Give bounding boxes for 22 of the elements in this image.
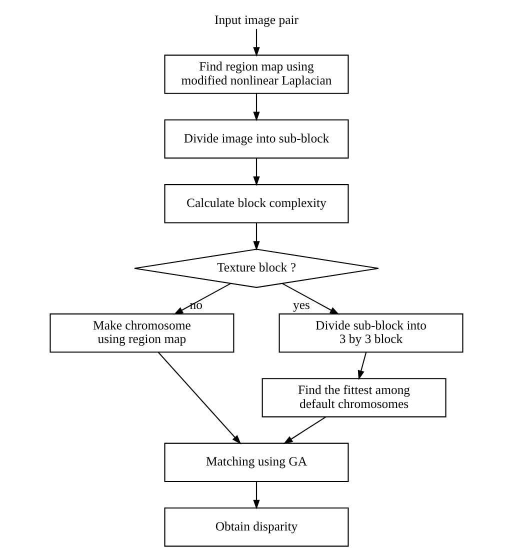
node-box: Find region map using modified nonlinear Laplacian bbox=[164, 54, 348, 94]
arrow bbox=[173, 283, 231, 315]
arrow bbox=[282, 416, 326, 444]
node-box: Divide image into sub-block bbox=[164, 119, 348, 159]
arrow bbox=[252, 93, 260, 122]
node-diamond: Texture block ? bbox=[134, 248, 378, 288]
node-box: Find the fittest among default chromosomes bbox=[261, 378, 446, 418]
edge-label: no bbox=[189, 298, 202, 312]
node-box: Obtain disparity bbox=[164, 508, 348, 547]
node-box: Calculate block complexity bbox=[164, 184, 348, 224]
node-box: Matching using GA bbox=[164, 442, 348, 482]
arrow bbox=[252, 482, 260, 510]
arrow bbox=[157, 352, 241, 444]
arrow bbox=[252, 158, 260, 186]
arrow bbox=[252, 222, 260, 251]
node-text: Input image pair bbox=[214, 13, 298, 28]
arrow bbox=[281, 283, 339, 315]
edge-label: yes bbox=[292, 298, 310, 312]
node-box: Make chromosome using region map bbox=[49, 313, 234, 353]
arrow bbox=[252, 28, 260, 57]
node-box: Divide sub-block into 3 by 3 block bbox=[278, 313, 463, 353]
arrow bbox=[357, 352, 366, 380]
